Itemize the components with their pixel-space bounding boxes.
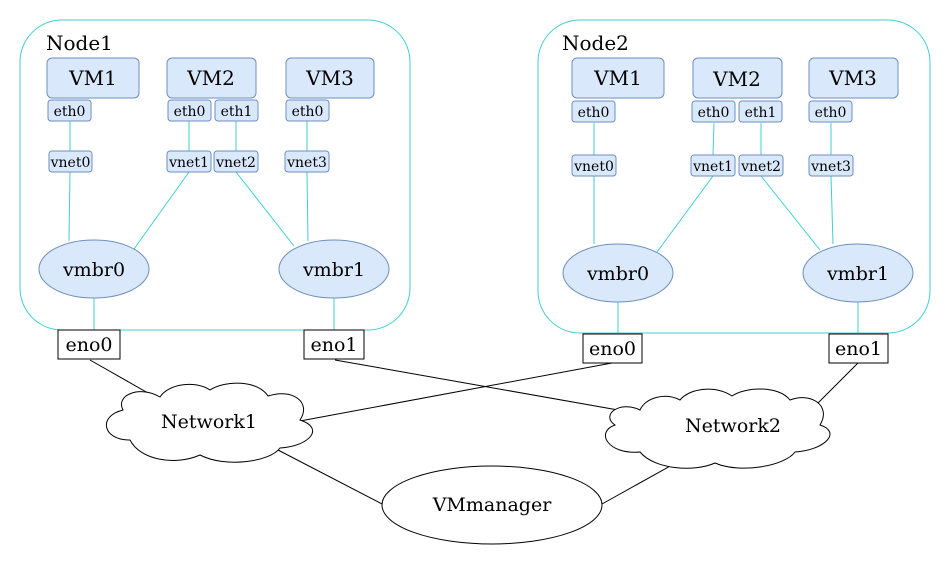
node1-vmbr1-label: vmbr1 [302, 259, 365, 281]
node1-link [306, 171, 309, 242]
node2-vm2-eth1-label: eth1 [745, 105, 777, 121]
network2-cloud-group: Network2 [604, 388, 831, 469]
node1-vm3-box[interactable] [285, 57, 375, 99]
node2-internal-links [593, 122, 859, 334]
node2-vmbr1-label: vmbr1 [826, 263, 889, 285]
node2-vnet1-box[interactable] [690, 154, 736, 177]
network1-label: Network1 [161, 411, 257, 433]
node2-vm2-label: VM2 [712, 67, 761, 91]
node1-eno1-label: eno1 [310, 334, 357, 356]
node2-vm3-eth0-label: eth0 [815, 105, 847, 121]
node1-frame [19, 19, 411, 331]
node1-vm3-eth0-box[interactable] [285, 99, 330, 122]
node1-vm2-box[interactable] [166, 57, 257, 99]
node1-vm1-eth0-box[interactable] [47, 99, 92, 122]
node1-vm1-eth0-label: eth0 [54, 104, 86, 120]
node1-link [235, 171, 295, 247]
node1-eno0-port[interactable] [57, 329, 121, 360]
node1-vnet3-label: vnet3 [286, 155, 327, 171]
node2-vnet0-label: vnet0 [573, 159, 614, 175]
node1-eno1-port[interactable] [303, 329, 365, 360]
network2-cloud[interactable] [604, 388, 831, 469]
node1-vnet1-label: vnet1 [168, 155, 209, 171]
node2-vm3-box[interactable] [808, 57, 899, 99]
link-n2eno1-network2 [817, 362, 859, 404]
node1-vnet0-box[interactable] [48, 150, 93, 173]
node2-eno1-label: eno1 [835, 338, 882, 360]
node2-vnet0-box[interactable] [571, 154, 617, 177]
node1-vmbr0-label: vmbr0 [62, 259, 125, 281]
node2-vm1-label: VM1 [593, 66, 642, 90]
node1-link [68, 171, 71, 242]
node1-vm1-label: VM1 [68, 66, 117, 90]
link-n2eno0-network1 [299, 362, 613, 422]
node1-vnet2-label: vnet2 [215, 155, 256, 171]
node1-vm3-eth0-label: eth0 [292, 104, 324, 120]
node2-vmbr0-label: vmbr0 [586, 263, 649, 285]
link-network1-manager [277, 449, 387, 507]
node2-link [712, 122, 715, 156]
node1-vmbr1[interactable] [278, 239, 390, 299]
vmmanager-label: VMmanager [432, 494, 552, 516]
node2-vm3-label: VM3 [828, 66, 877, 90]
node2-vnet3-box[interactable] [808, 154, 854, 177]
network1-cloud-group: Network1 [105, 382, 314, 463]
node2-vnet1-label: vnet1 [692, 159, 733, 175]
node2-link [830, 175, 834, 245]
node2-title: Node2 [562, 31, 629, 55]
node2-vmbr0[interactable] [562, 243, 674, 303]
node2-vm2-eth0-label: eth0 [698, 105, 730, 121]
network1-cloud[interactable] [105, 382, 314, 463]
node2-eno0-label: eno0 [589, 338, 636, 360]
node2-vnet2-box[interactable] [738, 154, 784, 177]
node1-vm2-eth1-box[interactable] [214, 99, 259, 122]
node1-link [133, 171, 190, 250]
node2-vm3-eth0-box[interactable] [808, 100, 853, 123]
node2: Node2 VM1 VM2 VM3 eth0 eth0 eth1 eth0 vn… [537, 19, 931, 364]
node1-vmbr0[interactable] [38, 239, 150, 299]
node2-link [760, 175, 821, 251]
node1-vnet3-box[interactable] [284, 150, 330, 173]
node1-vm1-box[interactable] [46, 57, 140, 99]
node1-vm2-eth0-box[interactable] [167, 99, 212, 122]
node1-eno0-label: eno0 [65, 334, 112, 356]
node2-vmbr1[interactable] [802, 243, 914, 303]
node2-link [656, 175, 714, 253]
vmmanager-node[interactable] [381, 465, 603, 545]
node2-vm1-eth0-label: eth0 [578, 105, 610, 121]
node2-vnet3-label: vnet3 [810, 159, 851, 175]
node2-eno0-port[interactable] [582, 333, 643, 364]
node2-vm2-box[interactable] [692, 57, 783, 99]
node2-vm1-box[interactable] [571, 57, 665, 99]
link-n1eno0-network1 [89, 359, 156, 398]
node2-eno1-port[interactable] [828, 333, 889, 364]
node2-vm1-eth0-box[interactable] [571, 100, 616, 123]
node2-frame [537, 19, 931, 334]
node1-vnet2-box[interactable] [213, 150, 259, 173]
node1-vnet0-label: vnet0 [50, 155, 91, 171]
node1-vm3-label: VM3 [305, 66, 354, 90]
node1-vm2-eth0-label: eth0 [174, 104, 206, 120]
node2-vm2-eth0-box[interactable] [691, 100, 736, 123]
node1-vm2-eth1-label: eth1 [221, 104, 253, 120]
node2-vnet2-label: vnet2 [740, 159, 781, 175]
network2-label: Network2 [685, 415, 781, 437]
node1: Node1 VM1 VM2 VM3 eth0 eth0 eth1 eth0 [19, 19, 411, 360]
node2-vm2-eth1-box[interactable] [738, 100, 783, 123]
node1-internal-links [68, 121, 335, 330]
node1-vnet1-box[interactable] [166, 150, 212, 173]
node1-vm2-label: VM2 [186, 66, 235, 90]
node1-title: Node1 [46, 31, 113, 55]
